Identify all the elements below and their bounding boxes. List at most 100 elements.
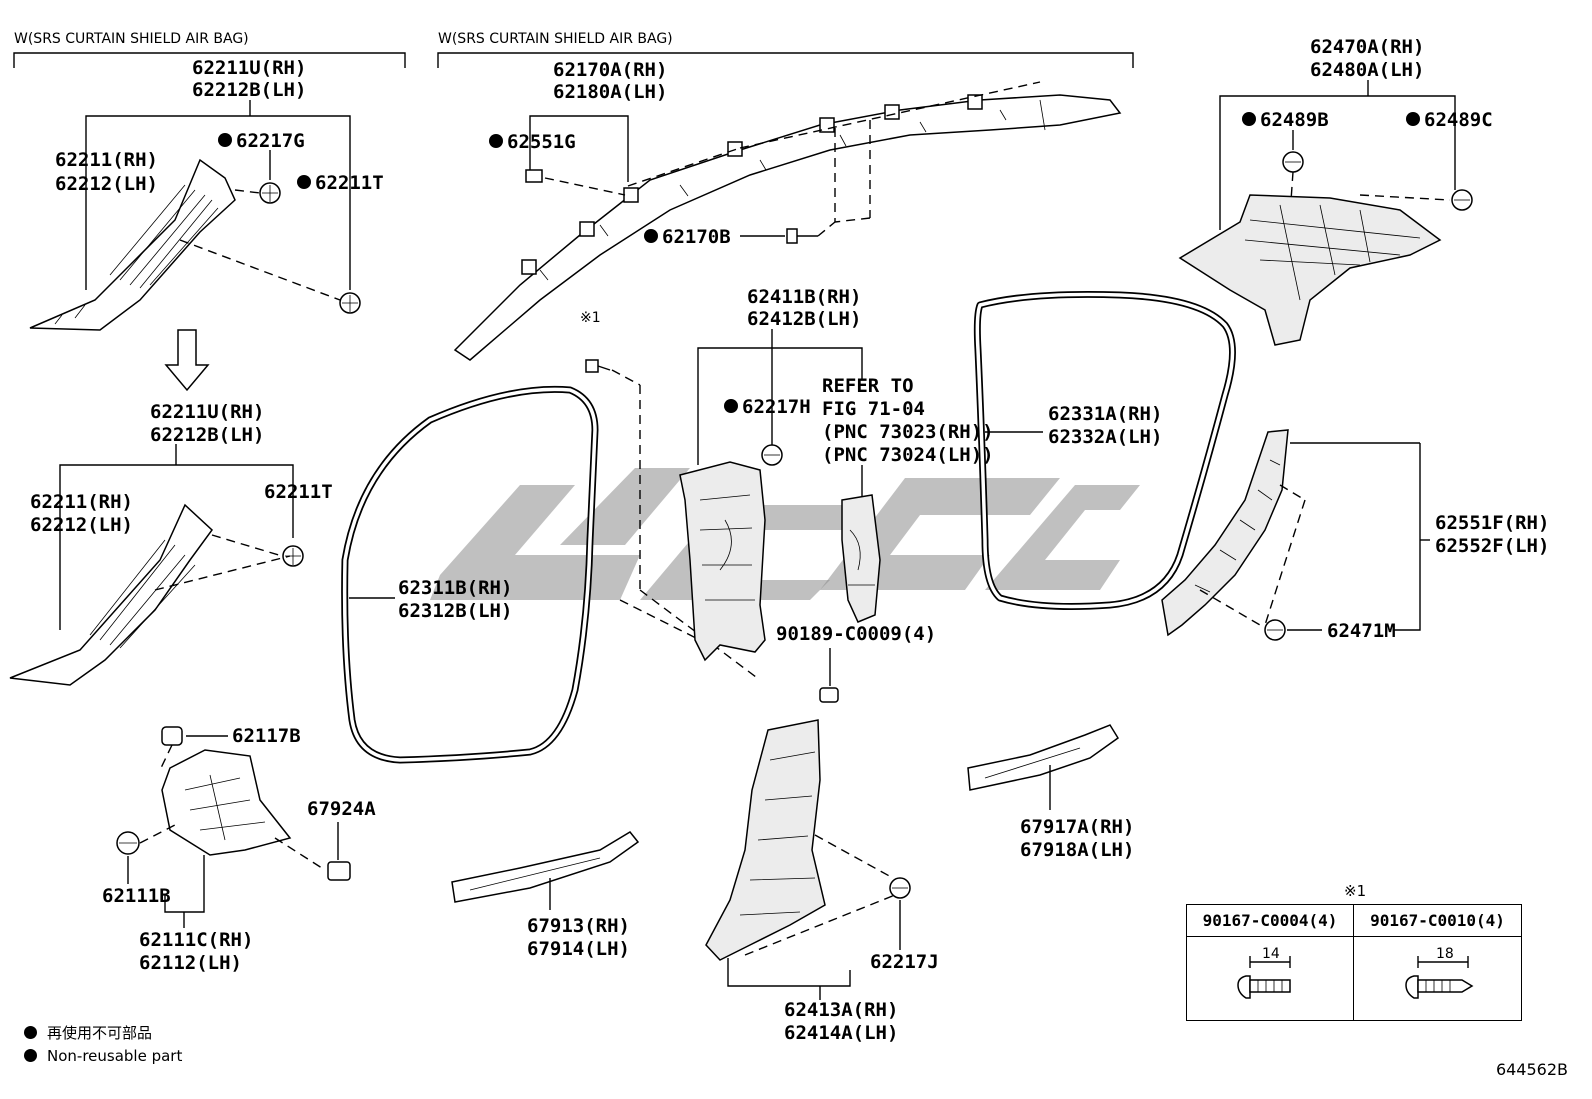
non-reusable-dot [644, 229, 658, 243]
label-62311b-rh: 62311B(RH) [398, 577, 512, 599]
label-62489c: 62489C [1424, 109, 1493, 131]
label-62117b: 62117B [232, 725, 301, 747]
quarter-trim-panel [1178, 194, 1442, 346]
label-62332a-lh: 62332A(LH) [1048, 426, 1162, 448]
label-62331a-rh: 62331A(RH) [1048, 403, 1162, 425]
label-62480a-lh: 62480A(LH) [1310, 59, 1424, 81]
legend-jp: 再使用不可部品 [24, 1022, 152, 1043]
legend-dot-icon [24, 1026, 37, 1039]
clip-90189 [819, 687, 839, 703]
note-col2-cell [1354, 937, 1521, 1020]
label-90189-c0009: 90189-C0009(4) [776, 623, 936, 645]
note-table-mark: ※1 [1344, 882, 1367, 900]
note-col1-header: 90167-C0004(4) [1187, 905, 1354, 937]
rear-door-opening-seal [973, 290, 1236, 610]
label-62180a-lh: 62180A(LH) [553, 81, 667, 103]
label-62551g: 62551G [507, 131, 576, 153]
dim-14: 14 [1262, 946, 1280, 962]
b-pillar-garnish-lower [705, 719, 826, 961]
label-62217j: 62217J [870, 951, 939, 973]
note-mark-1: ※1 [580, 310, 601, 326]
left-section-header: W(SRS CURTAIN SHIELD AIR BAG) [14, 31, 249, 47]
a-pillar-garnish-lower [9, 503, 214, 686]
label-62489b: 62489B [1260, 109, 1329, 131]
clip-62211t [339, 292, 361, 314]
label-62470a-rh: 62470A(RH) [1310, 36, 1424, 58]
label-62414a-lh: 62414A(LH) [784, 1022, 898, 1044]
refer-line-3: (PNC 73023(RH)) [822, 421, 994, 443]
curtain-shield-airbag [453, 94, 1122, 361]
label-67924a: 67924A [307, 798, 376, 820]
fastener-note-table: 90167-C0004(4) 90167-C0010(4) [1186, 904, 1522, 1021]
label-67913-rh: 67913(RH) [527, 915, 630, 937]
label-62212b-lh-2: 62212B(LH) [150, 424, 264, 446]
seat-belt-cover [841, 494, 881, 623]
figure-code: 644562B [1495, 1060, 1568, 1079]
clip-62117b [161, 726, 183, 746]
non-reusable-dot [1242, 112, 1256, 126]
legend-dot-icon [24, 1049, 37, 1062]
label-67917a-rh: 67917A(RH) [1020, 816, 1134, 838]
label-62211t-bottom: 62211T [264, 481, 333, 503]
note-col1-cell [1187, 937, 1354, 1020]
non-reusable-dot [489, 134, 503, 148]
legend-en-text: Non-reusable part [47, 1047, 183, 1065]
refer-line-1: REFER TO [822, 375, 914, 397]
label-62211u-rh: 62211U(RH) [192, 57, 306, 79]
label-62212-lh-2: 62212(LH) [30, 514, 133, 536]
label-62552f-lh: 62552F(LH) [1435, 535, 1549, 557]
clip-67924a [327, 861, 351, 881]
arrow-down-icon [164, 329, 210, 392]
label-62212-lh: 62212(LH) [55, 173, 158, 195]
bolt-62170b [786, 228, 818, 244]
clip-62217j [889, 877, 911, 899]
screw-note-1 [585, 359, 611, 373]
dim-18: 18 [1436, 946, 1454, 962]
clip-62471m [1264, 619, 1286, 641]
clip-62551g [525, 169, 543, 183]
clip-62217g [259, 182, 281, 204]
label-62111c-rh: 62111C(RH) [139, 929, 253, 951]
label-62413a-rh: 62413A(RH) [784, 999, 898, 1021]
non-reusable-dot [1406, 112, 1420, 126]
label-62411b-rh: 62411B(RH) [747, 286, 861, 308]
label-62170b: 62170B [662, 226, 731, 248]
label-62217h: 62217H [742, 396, 811, 418]
label-62211t-top: 62211T [315, 172, 384, 194]
clip-62489b [1282, 151, 1304, 173]
label-62551f-rh: 62551F(RH) [1435, 512, 1549, 534]
non-reusable-dot [218, 133, 232, 147]
refer-line-2: FIG 71-04 [822, 398, 925, 420]
label-62111b: 62111B [102, 885, 171, 907]
c-pillar-garnish [1161, 429, 1289, 637]
label-62412b-lh: 62412B(LH) [747, 308, 861, 330]
clip-62111b [116, 831, 140, 855]
center-section-header: W(SRS CURTAIN SHIELD AIR BAG) [438, 31, 673, 47]
label-62211-rh-2: 62211(RH) [30, 491, 133, 513]
rear-scuff-plate [967, 724, 1120, 791]
label-62471m: 62471M [1327, 620, 1396, 642]
front-door-opening-seal [341, 385, 599, 764]
label-62112-lh: 62112(LH) [139, 952, 242, 974]
refer-line-4: (PNC 73024(LH)) [822, 444, 994, 466]
clip-62211t-lower [282, 545, 304, 567]
clip-62217h [761, 444, 783, 466]
b-pillar-garnish-upper [679, 461, 766, 662]
non-reusable-dot [297, 175, 311, 189]
label-62170a-rh: 62170A(RH) [553, 59, 667, 81]
cowl-side-trim [161, 749, 292, 856]
a-pillar-garnish-upper [29, 158, 236, 331]
legend-jp-text: 再使用不可部品 [47, 1024, 153, 1042]
label-67914-lh: 67914(LH) [527, 938, 630, 960]
watermark-logo [430, 468, 1140, 600]
label-67918a-lh: 67918A(LH) [1020, 839, 1134, 861]
front-scuff-plate [451, 831, 640, 903]
legend-en: Non-reusable part [24, 1047, 182, 1065]
label-62211u-rh-2: 62211U(RH) [150, 401, 264, 423]
label-62217g: 62217G [236, 130, 305, 152]
screw-18-drawing [1405, 956, 1474, 999]
clip-62489c [1451, 189, 1473, 211]
non-reusable-dot [724, 399, 738, 413]
